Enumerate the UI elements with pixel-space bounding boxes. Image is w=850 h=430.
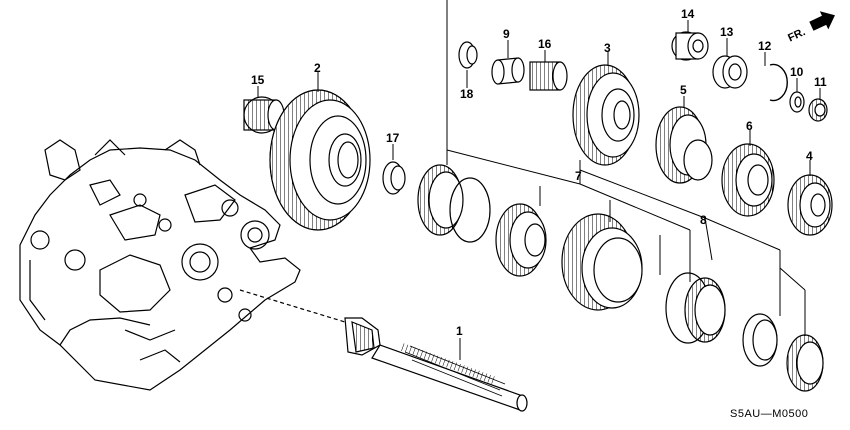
callout-7: 7: [575, 169, 582, 183]
part-11-locknut: [808, 98, 828, 122]
part-13-ball-bearing: [712, 55, 748, 89]
part-9-collar: [491, 57, 525, 85]
leader-lines: [257, 0, 821, 360]
part-12-snap-ring: [769, 63, 788, 102]
part-6-gear: [721, 143, 775, 217]
part-3-gear: [572, 64, 640, 166]
diagram-code: S5AU—M0500: [730, 408, 808, 420]
callout-9: 9: [503, 27, 510, 41]
part-10-washer: [789, 91, 805, 113]
callout-18: 18: [460, 87, 474, 101]
callout-10: 10: [790, 65, 804, 79]
part-2-gear: [269, 89, 371, 231]
transmission-housing: [19, 139, 301, 391]
callout-5: 5: [680, 83, 687, 97]
callout-14: 14: [681, 7, 695, 21]
part-7-hub-sleeve: [495, 203, 643, 311]
callout-12: 12: [758, 39, 772, 53]
direction-label: FR.: [786, 26, 807, 44]
part-8-synchro-set: [417, 164, 824, 392]
part-5-gear: [655, 106, 713, 184]
callout-13: 13: [720, 25, 734, 39]
callout-4: 4: [806, 149, 813, 163]
callout-8: 8: [700, 213, 707, 227]
part-1-mainshaft: [239, 289, 528, 412]
callout-11: 11: [814, 75, 827, 89]
part-4-gear: [787, 174, 833, 236]
callout-15: 15: [251, 73, 265, 87]
callout-2: 2: [314, 61, 321, 75]
callout-labels: 1 2 3 4 5 6 7 8 9 10 11 12 13 14 15 16 1…: [251, 7, 827, 338]
callout-17: 17: [386, 131, 400, 145]
front-direction-arrow-icon: [809, 11, 835, 31]
part-18-spacer: [458, 41, 478, 69]
part-14-ball-bearing: [671, 31, 709, 61]
front-direction-indicator: FR.: [786, 11, 835, 44]
callout-6: 6: [746, 119, 753, 133]
callout-1: 1: [456, 324, 463, 338]
part-17-collar: [382, 161, 406, 195]
callout-16: 16: [538, 37, 552, 51]
part-16-needle-bearing: [529, 61, 568, 91]
callout-3: 3: [604, 41, 611, 55]
